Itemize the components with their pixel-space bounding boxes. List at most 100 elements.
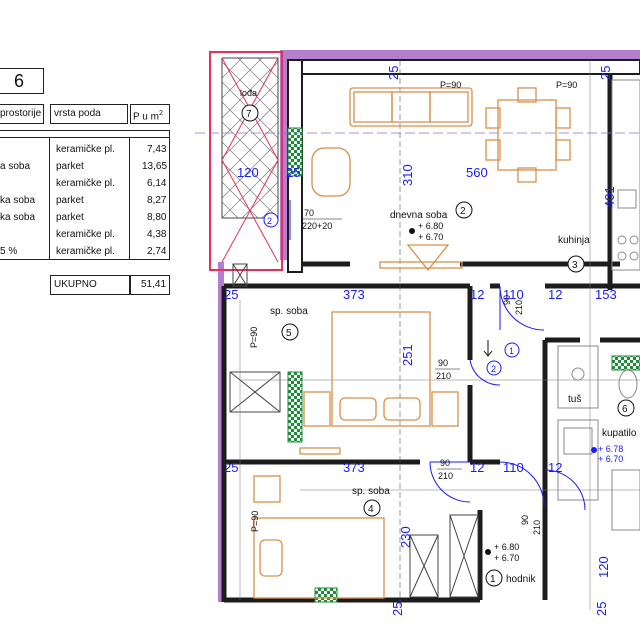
- window-tag-p90-d: P=90: [250, 511, 260, 532]
- shower-label: tuš: [568, 394, 581, 405]
- ref-marker-2a-text: 2: [267, 216, 272, 226]
- room-number-4-text: 4: [368, 504, 374, 515]
- table-grid-col-2: [50, 138, 130, 260]
- living-room-furniture: [311, 87, 571, 272]
- door-tag-70: 70: [304, 208, 314, 218]
- row-room-name: ka soba: [0, 212, 36, 223]
- ref-marker-2b: [486, 360, 502, 376]
- bathroom-fixtures: [557, 345, 640, 531]
- door-tag-210-b: 210: [436, 371, 451, 381]
- window-tag-p90-a: P=90: [440, 80, 461, 90]
- dim-110-b: 110: [503, 460, 524, 475]
- level-hall-top: + 6.80: [494, 542, 519, 552]
- dim-25-right: 25: [598, 66, 613, 80]
- dim-110-a: 110: [503, 287, 524, 302]
- room-number-4: [363, 499, 381, 517]
- door-tag-210-a: 210: [514, 300, 524, 315]
- room-labels: dnevna soba 2 + 6.80 + 6.70 kuhinja 3 sp…: [270, 201, 637, 587]
- dim-120-bottom: 120: [596, 556, 611, 578]
- header-floor-cell: [50, 104, 128, 124]
- room-label-lodja: lođa: [240, 88, 257, 98]
- window-tag-p90-b: P=90: [556, 80, 577, 90]
- dim-12-a: 12: [470, 287, 484, 302]
- ventilation-blocks: [287, 127, 640, 603]
- row-area: 8,80: [147, 212, 167, 223]
- room-number-2-text: 2: [460, 206, 466, 217]
- door-tag-90-c: 90: [440, 458, 450, 468]
- row-floor: parket: [56, 161, 84, 172]
- row-floor: keramičke pl.: [56, 178, 115, 189]
- row-area: 8,27: [147, 195, 167, 206]
- ref-marker-1a-text: 1: [509, 346, 514, 356]
- header-floor: vrsta poda: [54, 108, 101, 119]
- level-marker-icon: [591, 447, 597, 453]
- dim-560: 560: [466, 165, 488, 180]
- row-area: 2,74: [147, 246, 167, 257]
- reference-markers: 2 1 2: [263, 212, 520, 376]
- header-area: P u m2: [133, 105, 163, 125]
- row-floor: parket: [56, 212, 84, 223]
- room-label-hodnik: hodnik: [506, 574, 536, 585]
- dim-373-b: 373: [343, 460, 365, 475]
- door-tag-220: 220+20: [302, 221, 332, 231]
- header-area-sup: 2: [158, 110, 163, 117]
- room-number-7-text: 7: [246, 109, 252, 120]
- shafts: [229, 263, 479, 598]
- level-hall-bottom: + 6.70: [494, 553, 519, 563]
- dim-25-top: 25: [386, 66, 401, 80]
- level-living-top: + 6.80: [418, 221, 443, 231]
- level-marker-icon: [485, 549, 491, 555]
- dim-12-c: 12: [470, 460, 484, 475]
- table-row-divider: [0, 130, 170, 138]
- dim-401: 401: [602, 186, 617, 208]
- row-room-name: ka soba: [0, 195, 36, 206]
- room-number-5: [281, 323, 299, 341]
- dimension-labels: 25 25 120 25 310 560 401 25 373 12 110 1…: [224, 66, 617, 616]
- row-room-name: 5 %: [0, 246, 18, 257]
- row-area: 6,14: [147, 178, 167, 189]
- total-label-cell: [50, 275, 130, 295]
- room-number-6-text: 6: [622, 404, 628, 415]
- row-floor: keramičke pl.: [56, 144, 115, 155]
- dim-25-left-b: 25: [224, 460, 238, 475]
- row-floor: parket: [56, 195, 84, 206]
- header-area-text: P u m: [133, 111, 159, 123]
- apartment-number: 6: [14, 71, 25, 91]
- room-label-dnevna: dnevna soba: [390, 210, 448, 221]
- door-tag-90-d: 90: [520, 515, 530, 525]
- ref-marker-2b-text: 2: [491, 364, 496, 374]
- dim-25-bottom-b: 25: [594, 602, 609, 616]
- door-tag-210-d: 210: [532, 520, 542, 535]
- door-tag-90-a: 90: [502, 295, 512, 305]
- table-grid-col-3: [130, 138, 170, 260]
- dim-120-loggia: 120: [237, 165, 259, 180]
- level-bath-bottom: + 6.70: [598, 454, 623, 464]
- row-room-name: a soba: [0, 161, 31, 172]
- kitchen-counter: [611, 79, 640, 271]
- header-room-cell: [0, 104, 44, 124]
- total-value: 51,41: [141, 279, 167, 290]
- dim-25-loggia: 25: [286, 165, 300, 180]
- row-area: 4,38: [147, 229, 167, 240]
- bedroom-furniture: [253, 311, 459, 599]
- loggia: 7 lođa: [209, 51, 283, 271]
- level-marker-icon: [409, 228, 415, 234]
- room-number-1-text: 1: [490, 574, 496, 585]
- row-area: 13,65: [142, 161, 168, 172]
- row-area: 7,43: [147, 144, 167, 155]
- room-label-kuhinja: kuhinja: [558, 235, 590, 246]
- room-number-3: [567, 255, 585, 273]
- room-number-6: [617, 399, 635, 417]
- axis-lines: [195, 60, 640, 610]
- opening-tags: P=90 P=90 P=90 P=90 70 220+20 90 210 90 …: [249, 80, 577, 535]
- dim-373-a: 373: [343, 287, 365, 302]
- room-label-spsoba-5: sp. soba: [270, 306, 308, 317]
- dim-251: 251: [400, 344, 415, 366]
- total-label: UKUPNO: [54, 279, 97, 290]
- dim-310: 310: [400, 164, 415, 186]
- room-number-3-text: 3: [572, 260, 578, 271]
- room-label-kupatilo: kupatilo: [602, 428, 637, 439]
- apartment-title-box: [0, 68, 44, 94]
- dim-153: 153: [595, 287, 617, 302]
